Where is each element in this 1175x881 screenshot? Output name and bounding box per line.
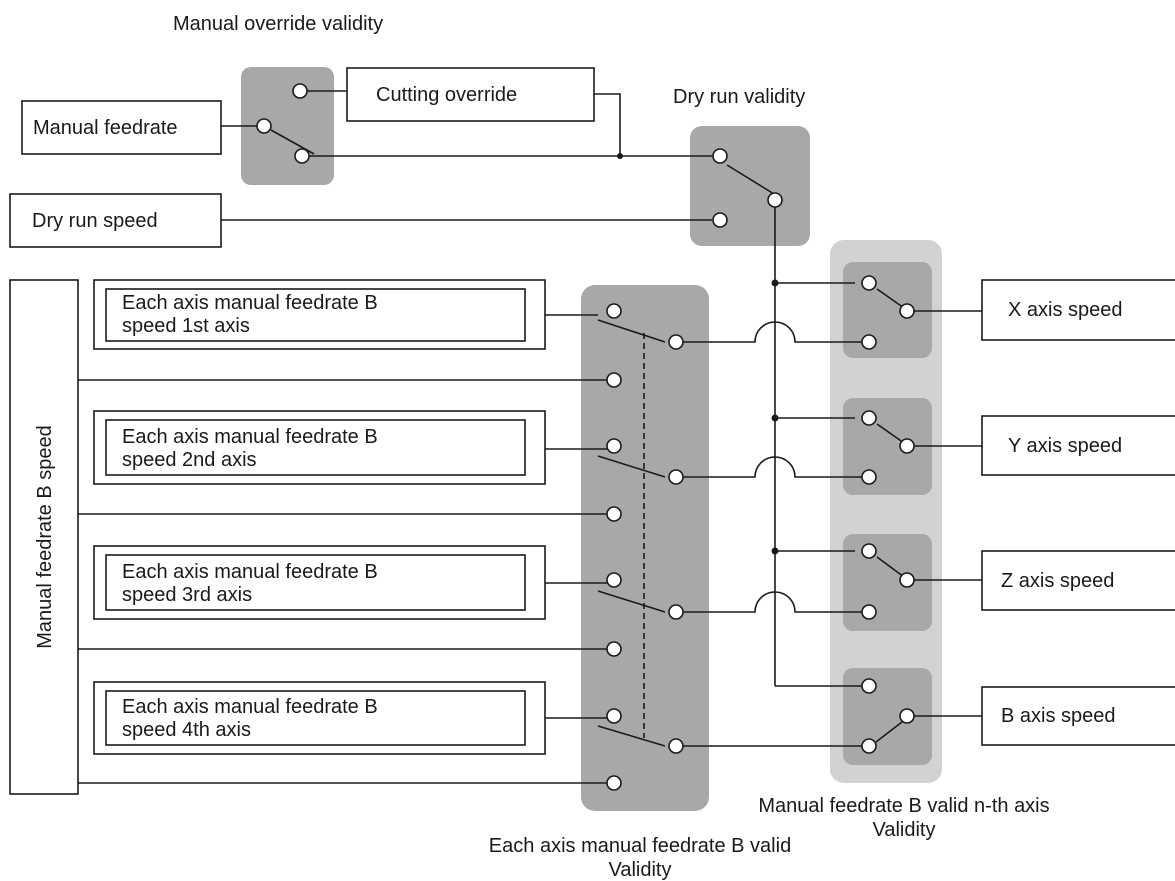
dry-run-validity-label: Dry run validity [673,86,805,108]
x-axis-speed-label: X axis speed [1008,299,1123,321]
axis-2-speed-inner-box [105,419,526,476]
nth-axis-validity-label-line1: Manual feedrate B valid n-th axis [758,795,1049,817]
b-axis-speed-box [981,686,1175,746]
junction-dot [617,153,623,159]
axis-4-speed-label-line1: Each axis manual feedrate B [122,696,378,718]
each-axis-validity-label-line2: Validity [609,859,672,881]
wiring [78,90,982,784]
axis-2-speed-label-line2: speed 2nd axis [122,449,257,471]
manual-feedrate-label: Manual feedrate [33,117,178,139]
axis-3-speed-inner-box [105,554,526,611]
y-axis-speed-label: Y axis speed [1008,435,1122,457]
z-axis-speed-box [981,550,1175,611]
axis-3-speed-label-line1: Each axis manual feedrate B [122,561,378,583]
nth-axis-validity-label-line2: Validity [873,819,936,841]
axis-2-speed-label-line1: Each axis manual feedrate B [122,426,378,448]
dry-run-switch-panel [690,126,810,246]
axis-1-speed-label-line2: speed 1st axis [122,315,250,337]
manual-override-validity-label: Manual override validity [173,13,383,35]
axis-4-speed-inner-box [105,690,526,746]
dry-run-speed-box [9,193,222,248]
junction-dot [771,279,779,287]
each-axis-validity-label-line1: Each axis manual feedrate B valid [489,835,791,857]
junction-dot [771,414,779,422]
axis-4-speed-label-line2: speed 4th axis [122,719,251,741]
axis-1-speed-label-line1: Each axis manual feedrate B [122,292,378,314]
switch-terminals [256,83,915,791]
junction-dot [771,547,779,555]
z-axis-switch-panel [843,534,932,631]
manual-feedrate-box [21,100,222,155]
nth-axis-outer-panel [830,240,942,783]
z-axis-speed-label: Z axis speed [1001,570,1114,592]
y-axis-speed-box [981,415,1175,476]
dry-run-speed-label: Dry run speed [32,210,158,232]
axis-1-speed-inner-box [105,288,526,342]
x-axis-speed-box [981,279,1175,341]
b-axis-speed-label: B axis speed [1001,705,1116,727]
each-axis-switch-panel [581,285,709,811]
x-axis-switch-panel [843,262,932,358]
axis-3-speed-label-line2: speed 3rd axis [122,584,252,606]
manual-feedrate-b-speed-label: Manual feedrate B speed [34,425,56,649]
cutting-override-label: Cutting override [376,84,517,106]
manual-feedrate-b-speed-box [9,279,79,795]
